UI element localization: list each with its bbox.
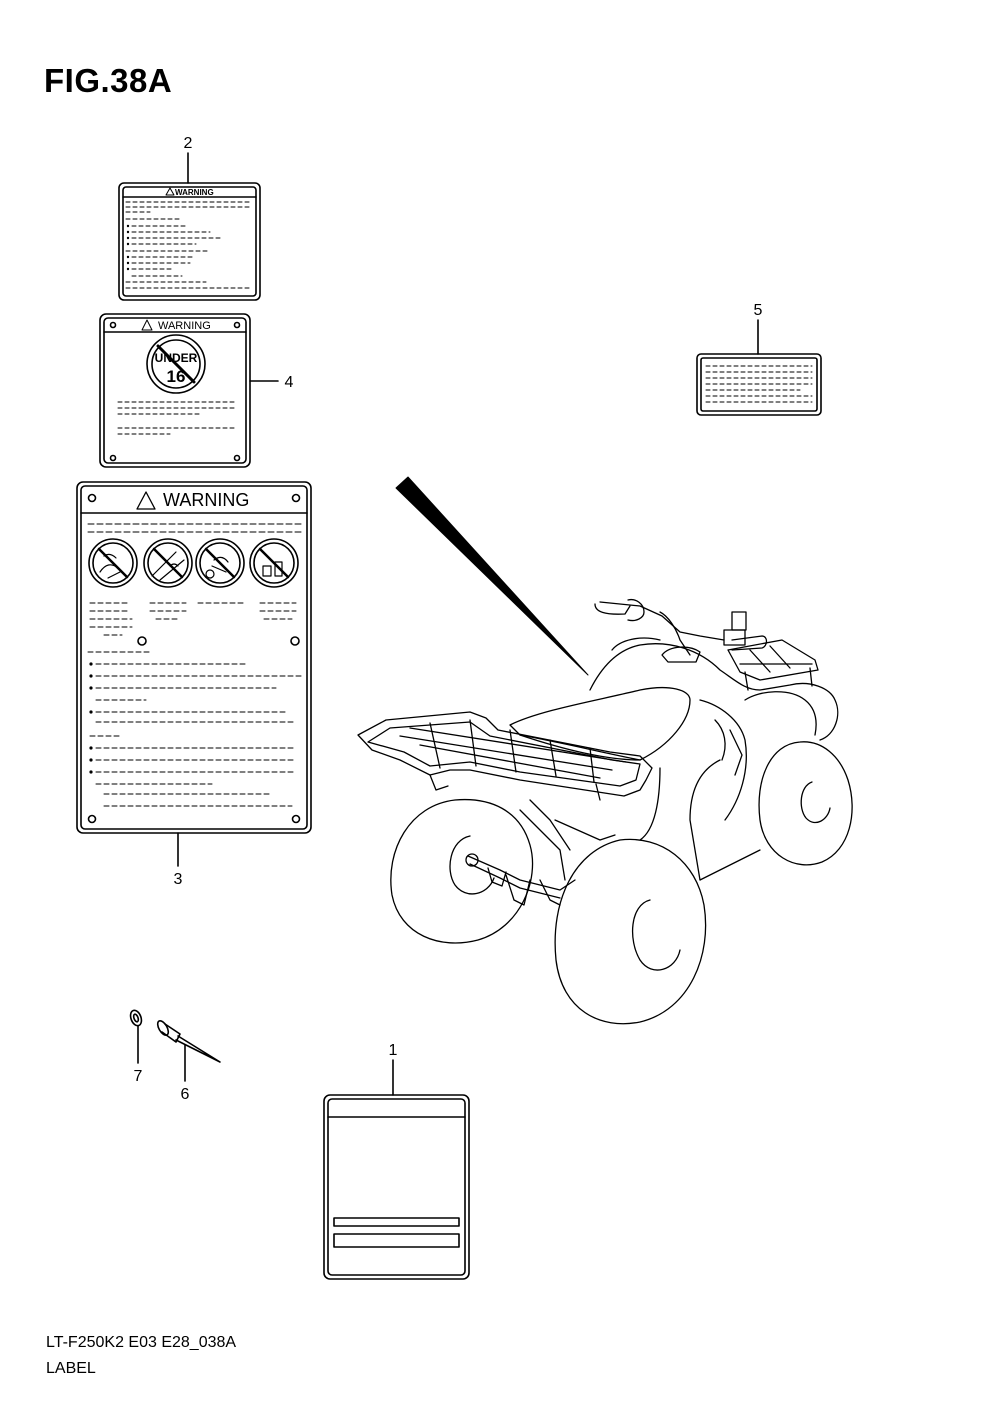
rivet-part-6[interactable]	[156, 1019, 221, 1082]
text-placeholder-lines	[125, 201, 253, 289]
text-placeholder-lines	[705, 365, 813, 403]
warning-triangle-icon	[165, 187, 175, 196]
callout-3: 3	[174, 871, 183, 888]
label-part-4[interactable]	[99, 313, 279, 468]
text-placeholder-lines	[117, 401, 235, 435]
label-part-1[interactable]	[323, 1059, 470, 1280]
callout-6: 6	[181, 1086, 190, 1103]
atv-illustration	[357, 598, 853, 1025]
diagram-section: LABEL	[46, 1360, 96, 1377]
callout-5: 5	[754, 302, 763, 319]
no-paved-road-icon	[143, 538, 193, 588]
no-passenger-icon	[88, 538, 138, 588]
warning-triangle-icon	[136, 491, 156, 510]
label-part-3[interactable]	[76, 481, 312, 867]
label-part-2[interactable]	[118, 152, 261, 301]
callout-1: 1	[389, 1042, 398, 1059]
bullet-dots	[89, 662, 93, 774]
callout-2: 2	[184, 135, 193, 152]
warning-label-medium-title: WARNING	[158, 320, 211, 332]
no-wheelie-icon	[195, 538, 245, 588]
warning-triangle-icon	[141, 319, 153, 331]
text-placeholder-lines	[87, 523, 303, 533]
washer-part-7[interactable]	[129, 1009, 144, 1064]
no-alcohol-icon	[249, 538, 299, 588]
warning-label-large-title: WARNING	[163, 490, 249, 510]
figure-title: FIG.38A	[44, 62, 173, 99]
text-placeholder-lines	[87, 602, 303, 807]
warning-label-small-title: WARNING	[175, 188, 214, 197]
location-pointer-arrow	[395, 476, 589, 676]
label-part-5[interactable]	[696, 319, 822, 416]
prohibition-under-16-icon	[146, 334, 206, 394]
diagram-code: LT-F250K2 E03 E28_038A	[46, 1334, 237, 1351]
age-restriction-number: 16	[167, 367, 186, 386]
callout-7: 7	[134, 1068, 143, 1085]
bullet-dots	[126, 224, 130, 271]
callout-4: 4	[285, 374, 294, 391]
age-restriction-under: UNDER	[155, 351, 198, 365]
